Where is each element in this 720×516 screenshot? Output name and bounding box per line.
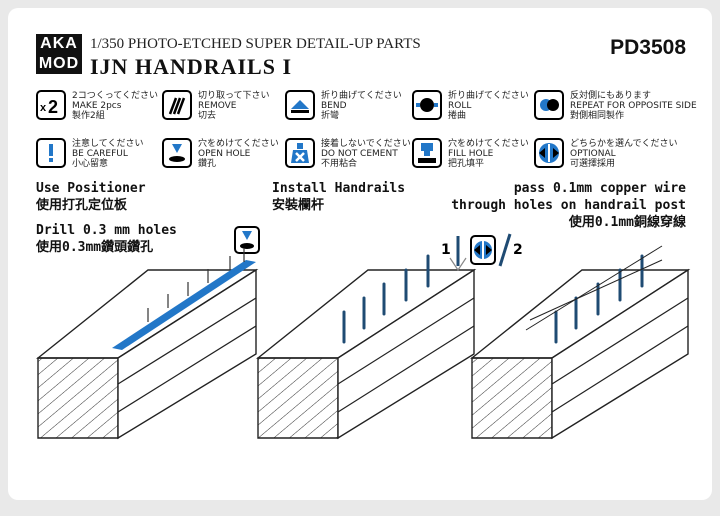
copper-wire (525, 245, 663, 331)
optional-choice-icon (470, 235, 496, 265)
akamod-logo: AKA MOD (36, 34, 82, 74)
caution-icon (36, 138, 66, 168)
subtitle: 1/350 PHOTO-ETCHED SUPER DETAIL-UP PARTS (90, 36, 421, 52)
option-number-1: 1 (441, 242, 451, 258)
repeat-icon (534, 90, 564, 120)
cut-icon (162, 90, 192, 120)
logo-bottom: MOD (36, 54, 82, 74)
deck-block-step2 (256, 233, 512, 440)
deck-illustrations (36, 233, 691, 440)
legend-jp: 2コつくってください (72, 91, 159, 101)
svg-text:x: x (40, 102, 47, 114)
product-code: PD3508 (610, 36, 686, 59)
handrail-posts (342, 254, 430, 344)
drill-hole-icon (234, 226, 260, 254)
no-cement-icon (285, 138, 315, 168)
logo-top: AKA (36, 34, 82, 54)
optional-icon (534, 138, 564, 168)
fill-hole-icon (412, 138, 442, 168)
positioner-strip (112, 260, 256, 350)
bend-icon (285, 90, 315, 120)
legend-en: MAKE 2pcs (72, 101, 122, 111)
deck-block-step3 (470, 245, 691, 440)
deck-block-step1 (36, 248, 259, 440)
open-hole-icon (162, 138, 192, 168)
roll-icon (412, 90, 442, 120)
option-number-2: 2 (513, 242, 523, 258)
page-title: IJN HANDRAILS I (90, 54, 293, 79)
instruction-sheet: AKA MOD 1/350 PHOTO-ETCHED SUPER DETAIL-… (8, 8, 712, 500)
svg-text:2: 2 (48, 97, 58, 117)
legend-zh: 製作2組 (72, 111, 105, 121)
